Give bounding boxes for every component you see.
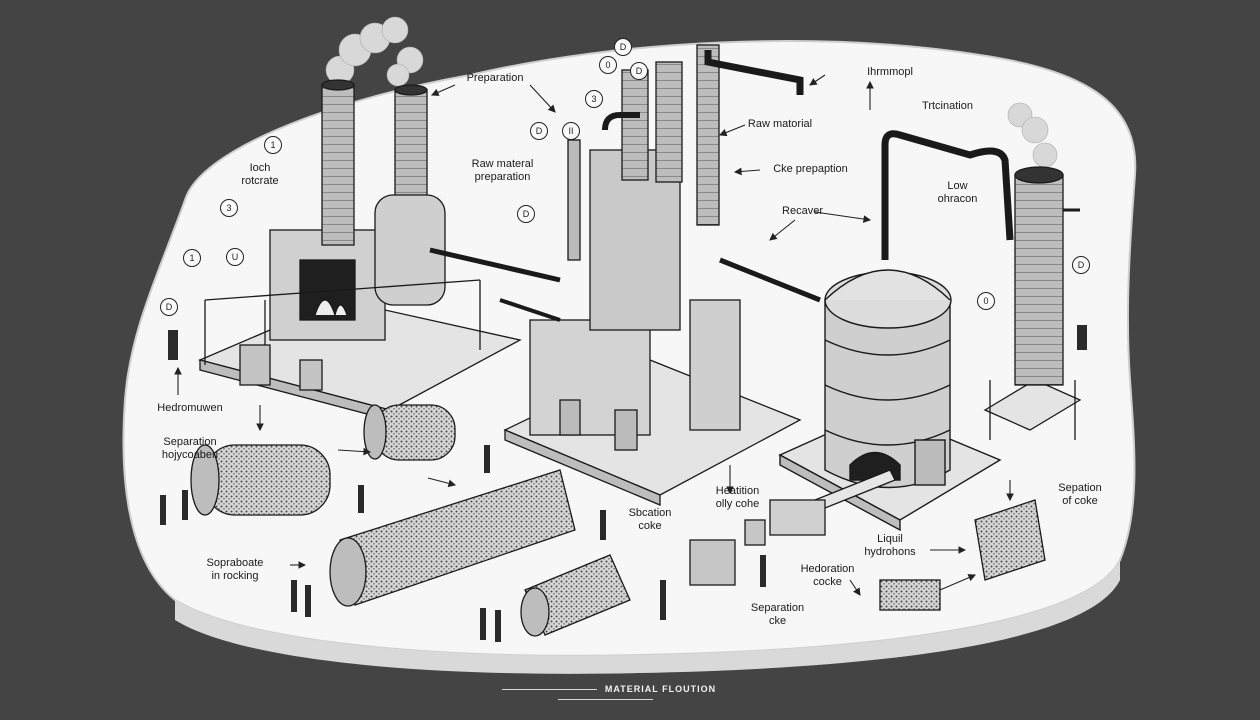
label-thermal: Ihrmmopl [867,66,913,78]
worker-figures [160,325,1087,642]
label-preparation: Preparation [466,72,524,84]
marker-11: D [517,205,535,223]
marker-2: 3 [220,199,238,217]
label-low-carbon: Low ohracon [937,180,978,205]
marker-10: D [530,122,548,140]
marker-5: D [614,38,632,56]
marker-7: D [630,62,648,80]
distillation-tower [983,166,1082,440]
label-raw-material: Raw matorial [747,118,813,130]
label-triturbation: Trtcination [922,100,973,112]
furnace-unit [198,79,522,421]
footer-title: MATERIAL FLOUTION [440,684,770,704]
marker-3: 1 [183,249,201,267]
label-liquid-hydrocarbons: Liquil hydrohons [864,533,916,558]
label-separation-cke: Separation cke [750,602,805,627]
label-coke-preparation: Cke prepaption [773,163,848,175]
smoke-plume [325,16,1058,168]
label-separation-hydrocarbon: Separation hojycoaben [161,436,219,461]
marker-13: D [1072,256,1090,274]
callout-arrows [174,74,1014,596]
marker-12: U [226,248,244,266]
marker-1: 1 [264,136,282,154]
marker-8: 3 [585,90,603,108]
marker-14: 0 [977,292,995,310]
central-plant [429,44,821,506]
label-loch-rotorate: Ioch rotcrate [241,162,279,187]
marker-6: 0 [599,56,617,74]
label-heatition-oily-coke: Heatition olly cohe [715,485,760,510]
label-separation-of-coke: Sepation of coke [1058,482,1102,507]
label-raw-material-preparation: Raw materal preparation [471,158,534,183]
label-recover: Recaver [782,205,823,217]
label-hedromuwen: Hedromuwen [157,402,223,414]
marker-9: II [562,122,580,140]
label-sopraboate-in-rocking: Sopraboate in rocking [206,557,264,582]
separation-drums [190,404,1046,637]
platform-edge [175,560,1120,674]
marker-4: D [160,298,178,316]
label-hedoration-cocke: Hedoration cocke [800,563,855,588]
label-separation-coke-center: Sbcation coke [628,507,672,532]
